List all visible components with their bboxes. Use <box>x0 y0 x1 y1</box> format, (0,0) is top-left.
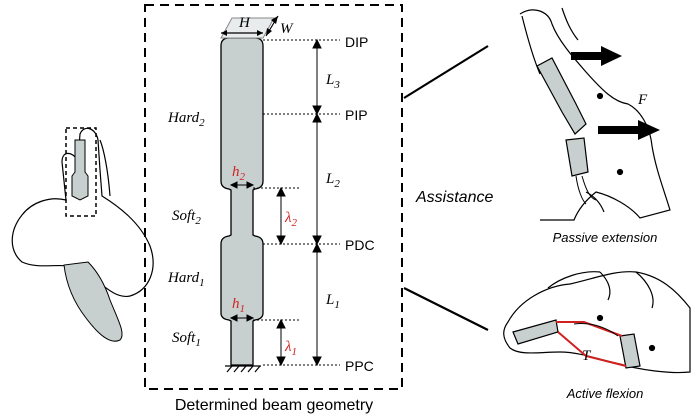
active-beam-hard1 <box>619 333 641 369</box>
active-hand-illustration <box>503 271 691 374</box>
label-h2: h2 <box>232 164 246 183</box>
center-dashed-frame <box>144 4 403 390</box>
joint-pip: PIP <box>345 107 368 123</box>
label-h1: h1 <box>232 296 245 315</box>
beam-top-face <box>220 15 279 39</box>
length-dimension-lines <box>312 38 322 367</box>
label-L1: L1 <box>325 292 340 311</box>
joint-pdc: PDC <box>345 237 375 253</box>
passive-strap-lines <box>575 175 597 205</box>
label-active-flexion: Active flexion <box>566 386 644 401</box>
force-arrows <box>571 46 660 140</box>
segment-hard2: Hard2 <box>167 110 205 129</box>
label-lambda1: λ1 <box>284 339 297 358</box>
torque-lines <box>556 321 627 367</box>
joint-dip: DIP <box>345 34 368 50</box>
lambda-dimension-lines <box>276 186 286 367</box>
left-sleeve <box>63 261 123 342</box>
assistance-label: Assistance <box>415 189 493 206</box>
width-indicators <box>229 181 255 322</box>
active-beam-hard2 <box>512 319 559 345</box>
passive-beam-hard1 <box>565 137 589 177</box>
segment-soft1: Soft1 <box>172 330 201 349</box>
beam-base-hatch <box>225 365 261 373</box>
connector-lines <box>403 45 489 331</box>
left-beam-on-finger <box>71 139 89 201</box>
active-strap-line <box>573 323 619 337</box>
dim-H: H <box>238 15 251 31</box>
joint-ppc: PPC <box>345 358 374 374</box>
label-torque: T <box>582 348 592 364</box>
left-dashed-highlight-box <box>65 127 97 217</box>
beam-geometry <box>220 37 264 366</box>
label-lambda2: λ2 <box>284 210 298 229</box>
label-passive-extension: Passive extension <box>553 230 658 245</box>
passive-hand-illustration <box>519 7 671 221</box>
level-lines <box>253 39 340 366</box>
label-L2: L2 <box>325 171 340 190</box>
passive-beam-hard2 <box>536 57 587 135</box>
dim-W: W <box>280 21 294 37</box>
label-force: F <box>637 92 648 108</box>
segment-soft2: Soft2 <box>172 208 201 227</box>
label-L3: L3 <box>325 72 340 91</box>
segment-hard1: Hard1 <box>167 270 205 289</box>
caption: Determined beam geometry <box>175 397 373 414</box>
